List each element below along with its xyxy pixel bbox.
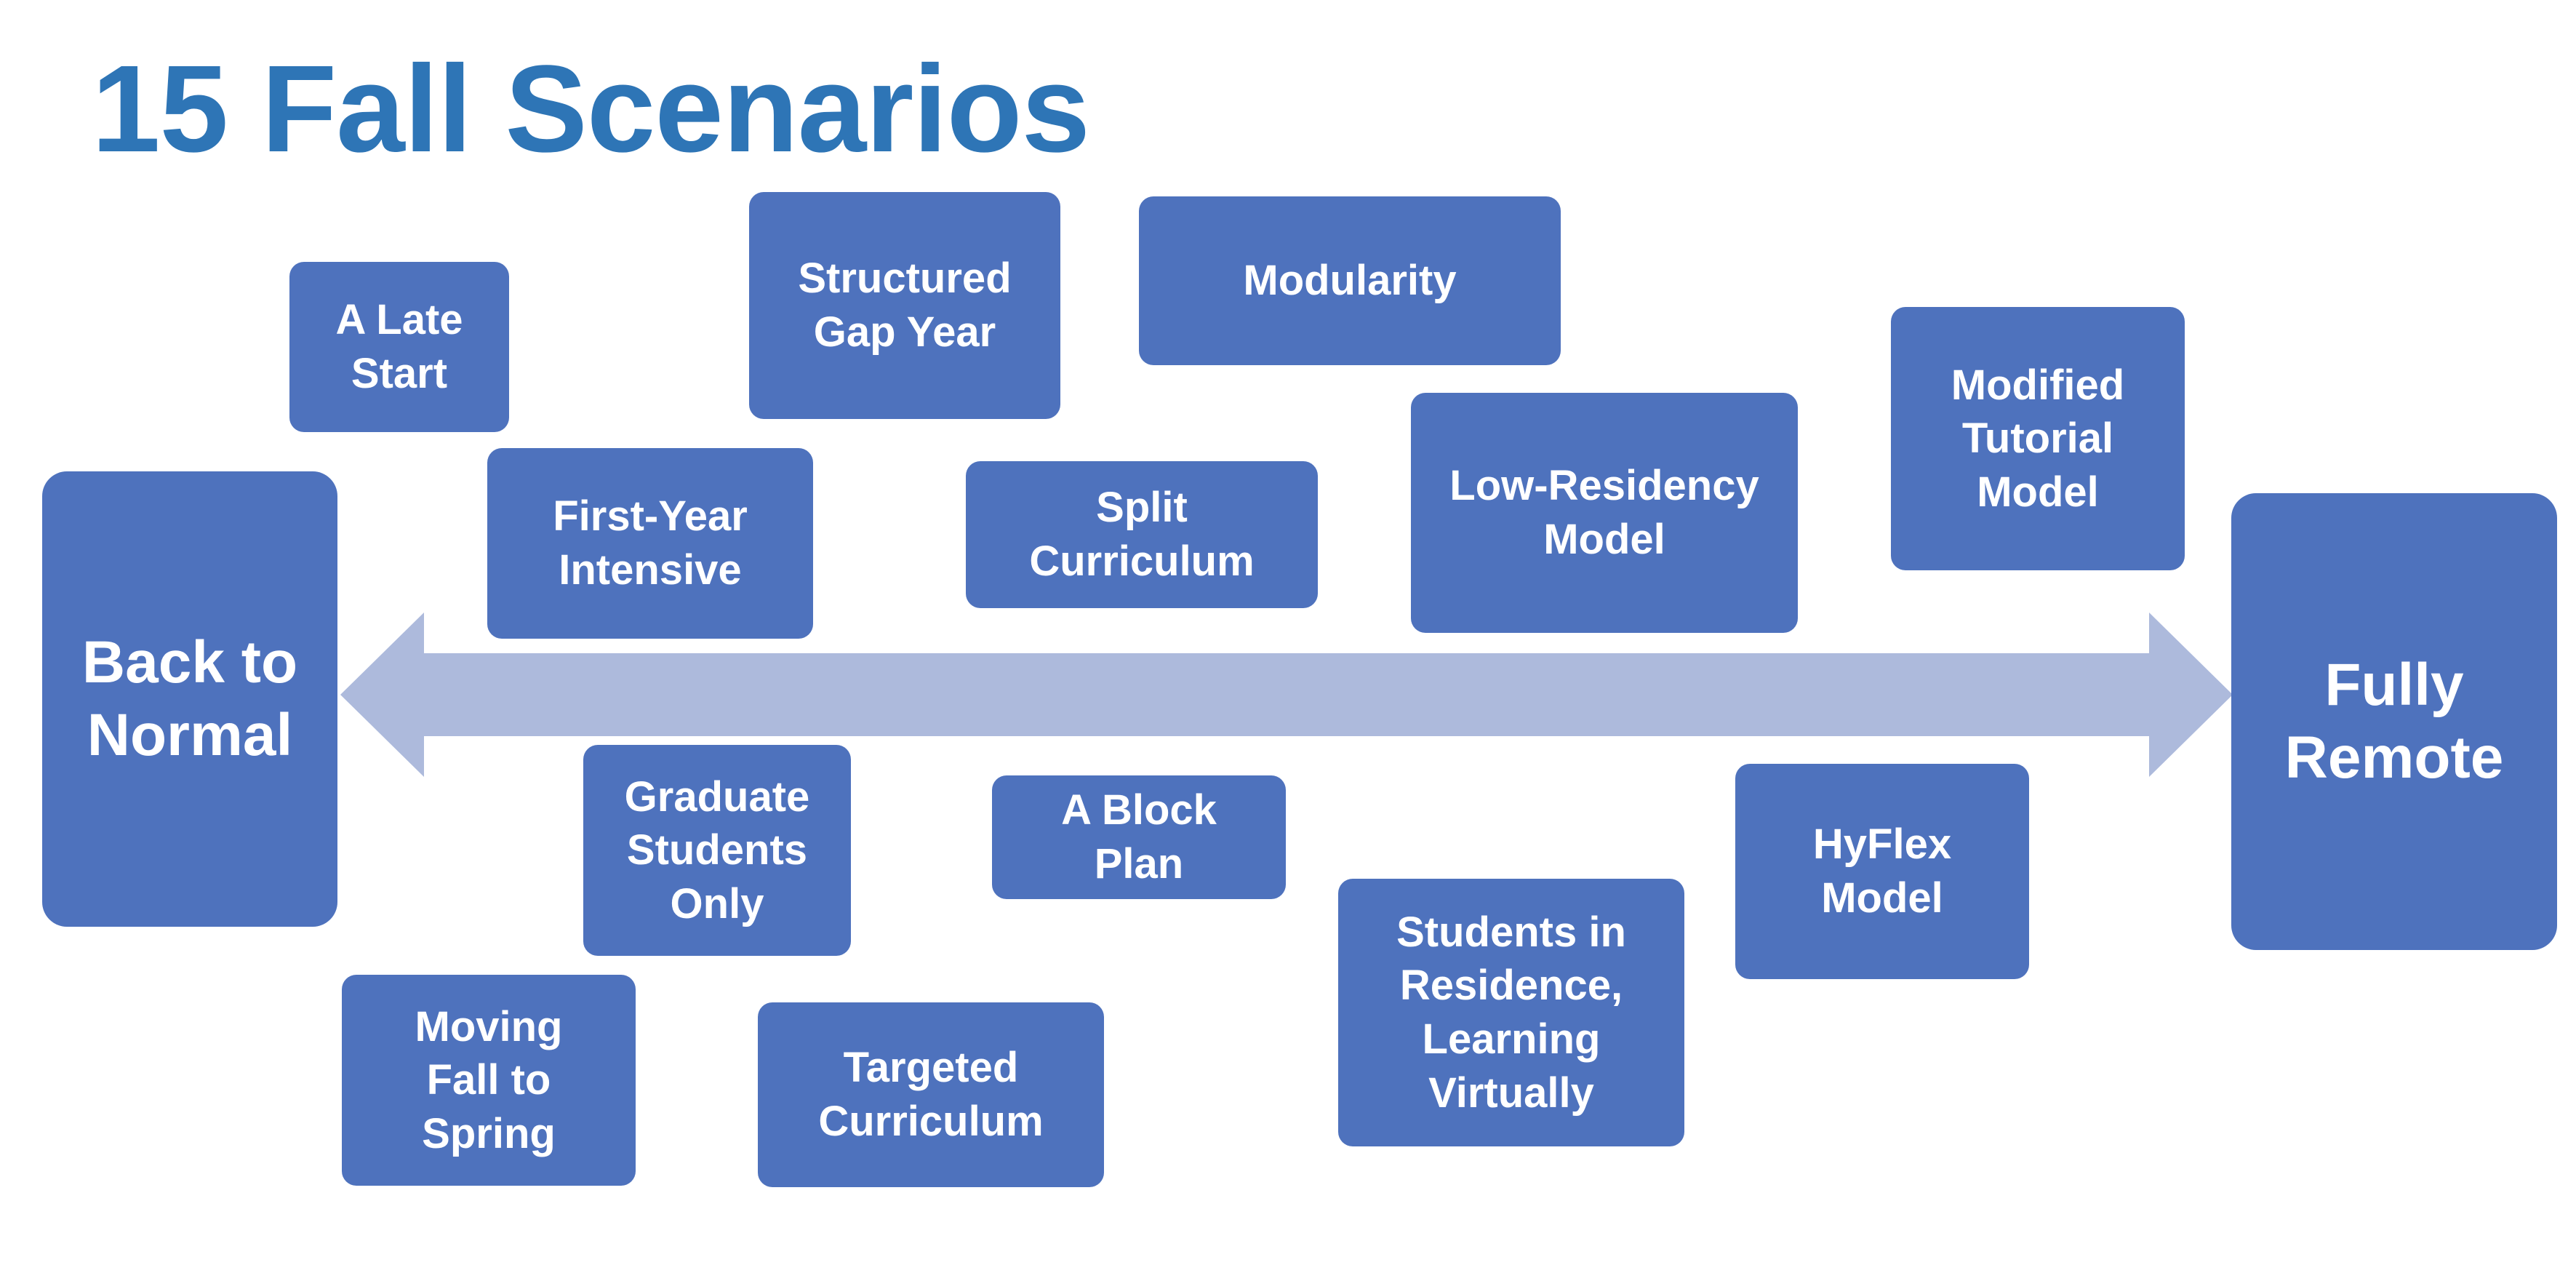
split-curriculum-box: Split Curriculum bbox=[966, 461, 1318, 608]
split-curriculum-label: Split Curriculum bbox=[1029, 484, 1255, 585]
double-headed-arrow bbox=[340, 612, 2233, 777]
structured-gap-year-box: Structured Gap Year bbox=[749, 192, 1060, 419]
low-residency-model-label: Low-Residency Model bbox=[1449, 462, 1759, 563]
hyflex-model-box: HyFlex Model bbox=[1735, 764, 2029, 979]
graduate-students-only-box: Graduate Students Only bbox=[583, 745, 851, 956]
back-to-normal-label: Back to Normal bbox=[81, 628, 298, 768]
targeted-curriculum-box: Targeted Curriculum bbox=[758, 1002, 1104, 1187]
structured-gap-year-label: Structured Gap Year bbox=[798, 255, 1012, 356]
moving-fall-to-spring-box: Moving Fall to Spring bbox=[342, 975, 636, 1186]
modified-tutorial-model-box: Modified Tutorial Model bbox=[1891, 307, 2185, 570]
modularity-box: Modularity bbox=[1139, 196, 1561, 365]
late-start-label: A Late Start bbox=[335, 296, 463, 397]
moving-fall-to-spring-label: Moving Fall to Spring bbox=[415, 1002, 563, 1157]
fully-remote-box: Fully Remote bbox=[2231, 493, 2557, 950]
students-in-residence-label: Students in Residence, Learning Virtuall… bbox=[1396, 908, 1626, 1117]
modified-tutorial-model-label: Modified Tutorial Model bbox=[1951, 361, 2125, 516]
back-to-normal-box: Back to Normal bbox=[42, 471, 337, 927]
slide-title: 15 Fall Scenarios bbox=[92, 40, 1090, 178]
block-plan-box: A Block Plan bbox=[992, 775, 1286, 899]
late-start-box: A Late Start bbox=[289, 262, 509, 432]
block-plan-label: A Block Plan bbox=[1061, 786, 1217, 887]
first-year-intensive-box: First-Year Intensive bbox=[487, 448, 813, 639]
hyflex-model-label: HyFlex Model bbox=[1812, 821, 1952, 922]
modularity-label: Modularity bbox=[1243, 257, 1457, 305]
first-year-intensive-label: First-Year Intensive bbox=[553, 492, 748, 594]
students-in-residence-box: Students in Residence, Learning Virtuall… bbox=[1338, 879, 1684, 1146]
low-residency-model-box: Low-Residency Model bbox=[1411, 393, 1798, 633]
fully-remote-label: Fully Remote bbox=[2284, 651, 2504, 791]
graduate-students-only-label: Graduate Students Only bbox=[624, 773, 810, 927]
targeted-curriculum-label: Targeted Curriculum bbox=[818, 1044, 1044, 1145]
